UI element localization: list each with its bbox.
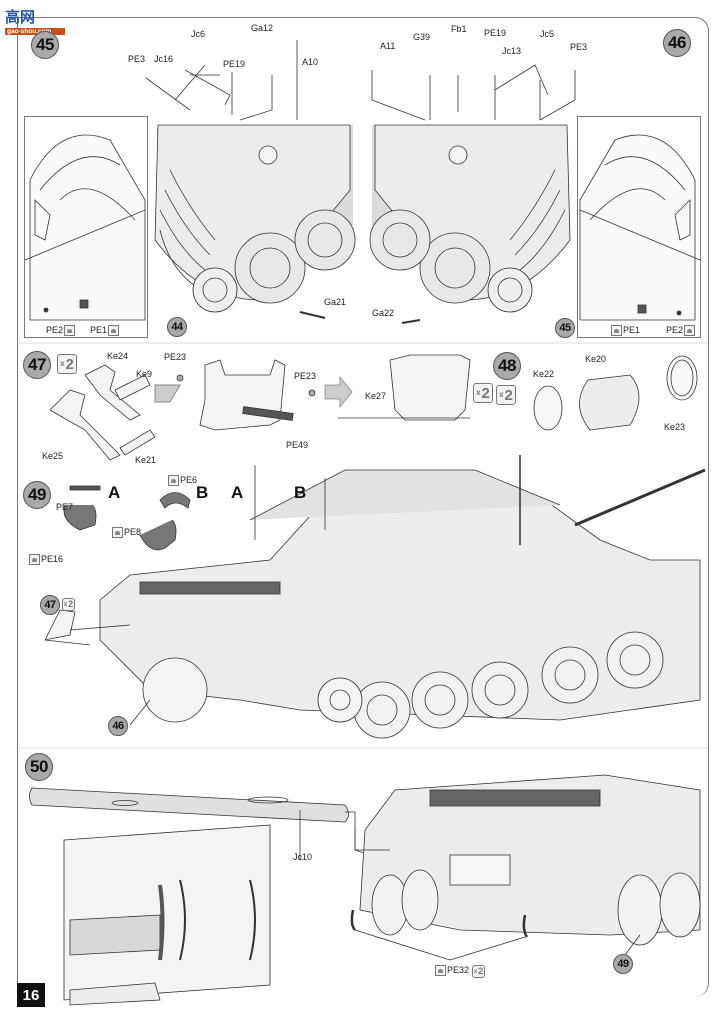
photo-etch-icon	[611, 325, 622, 336]
pe-part-label: PE16	[28, 554, 63, 565]
part-label: PE3	[128, 54, 146, 64]
part-label: Fb1	[451, 24, 467, 34]
part-label: Jc6	[191, 29, 206, 39]
part-label: Ga12	[251, 23, 274, 33]
part-label: Ke20	[585, 354, 607, 364]
watermark-url: gao-shou.com	[5, 28, 65, 35]
part-label: PE23	[164, 352, 187, 362]
part-label: Ga22	[372, 308, 395, 318]
step-badge-48: 48	[493, 352, 521, 380]
pe-part-label: PE6	[167, 475, 197, 486]
placement-letter-a: A	[231, 483, 244, 502]
part-label: PE3	[570, 42, 588, 52]
part-label: Ke25	[42, 451, 64, 461]
part-label: PE23	[294, 371, 317, 381]
subassembly-letter-b: B	[196, 483, 209, 502]
placement-letter-b: B	[294, 483, 307, 502]
part-label: Jc16	[154, 54, 174, 64]
step45-hull-art	[145, 40, 356, 319]
step50-rear-view-art	[350, 774, 701, 961]
photo-etch-icon	[64, 325, 76, 336]
photo-etch-icon	[684, 325, 696, 336]
photo-etch-icon	[108, 325, 120, 336]
step49-vehicle-art	[44, 455, 706, 739]
pe-part-label: PE1	[90, 325, 120, 336]
part-label: PE19	[484, 28, 507, 38]
pe-part-label: PE2	[666, 325, 696, 336]
photo-etch-icon	[435, 965, 446, 976]
pe-part-label: PE1	[610, 325, 640, 336]
step49-clamps-art	[63, 485, 191, 551]
step-badge-45: 45	[31, 31, 59, 59]
ref-badge-44: 44	[167, 317, 187, 337]
part-label: PE19	[223, 59, 246, 69]
photo-etch-icon	[29, 554, 40, 565]
photo-etch-icon	[168, 475, 179, 486]
page-frame	[17, 17, 709, 997]
step46-hull-art	[369, 64, 576, 324]
step45-detail-inset	[24, 116, 148, 338]
step-badge-46: 46	[663, 29, 691, 57]
part-label: Ke27	[365, 391, 387, 401]
ref-badge-49: 49	[613, 954, 633, 974]
photo-etch-icon	[112, 527, 123, 538]
part-label: Ke22	[533, 369, 555, 379]
part-label: Ke21	[135, 455, 157, 465]
ref-badge-47: 47	[40, 595, 60, 615]
part-label: Ga21	[324, 297, 347, 307]
part-label: Ke9	[136, 369, 153, 379]
watermark-logo: 高网 gao-shou.com	[5, 6, 65, 38]
part-label: Jc5	[540, 29, 555, 39]
step47-parts-art	[49, 354, 471, 461]
part-label: Jc10	[293, 852, 313, 862]
pe-part-label: PE32	[434, 965, 469, 976]
pe-part-label: PE2	[46, 325, 76, 336]
step-badge-49: 49	[23, 481, 51, 509]
step50-barrel-art	[29, 787, 371, 1006]
part-label: Ke24	[107, 351, 129, 361]
part-label: A11	[380, 41, 396, 51]
step-badge-47: 47	[23, 351, 51, 379]
page-number: 16	[17, 983, 45, 1007]
ref-badge-46: 46	[108, 716, 128, 736]
part-label: Ke23	[664, 422, 686, 432]
part-label: G39	[413, 32, 431, 42]
step45-inset-art	[24, 134, 146, 321]
part-label: PE7	[56, 502, 74, 512]
step-badge-50: 50	[25, 753, 53, 781]
step46-inset-art	[579, 134, 701, 321]
step48-parts-art	[533, 355, 698, 431]
part-label: A10	[302, 57, 319, 67]
watermark-brand: 高网	[5, 9, 36, 26]
ref-badge-45: 45	[555, 318, 575, 338]
part-label: PE49	[286, 440, 309, 450]
step46-detail-inset	[577, 116, 701, 338]
subassembly-letter-a: A	[108, 483, 121, 502]
part-label: Jc13	[502, 46, 522, 56]
pe-part-label: PE8	[111, 527, 141, 538]
